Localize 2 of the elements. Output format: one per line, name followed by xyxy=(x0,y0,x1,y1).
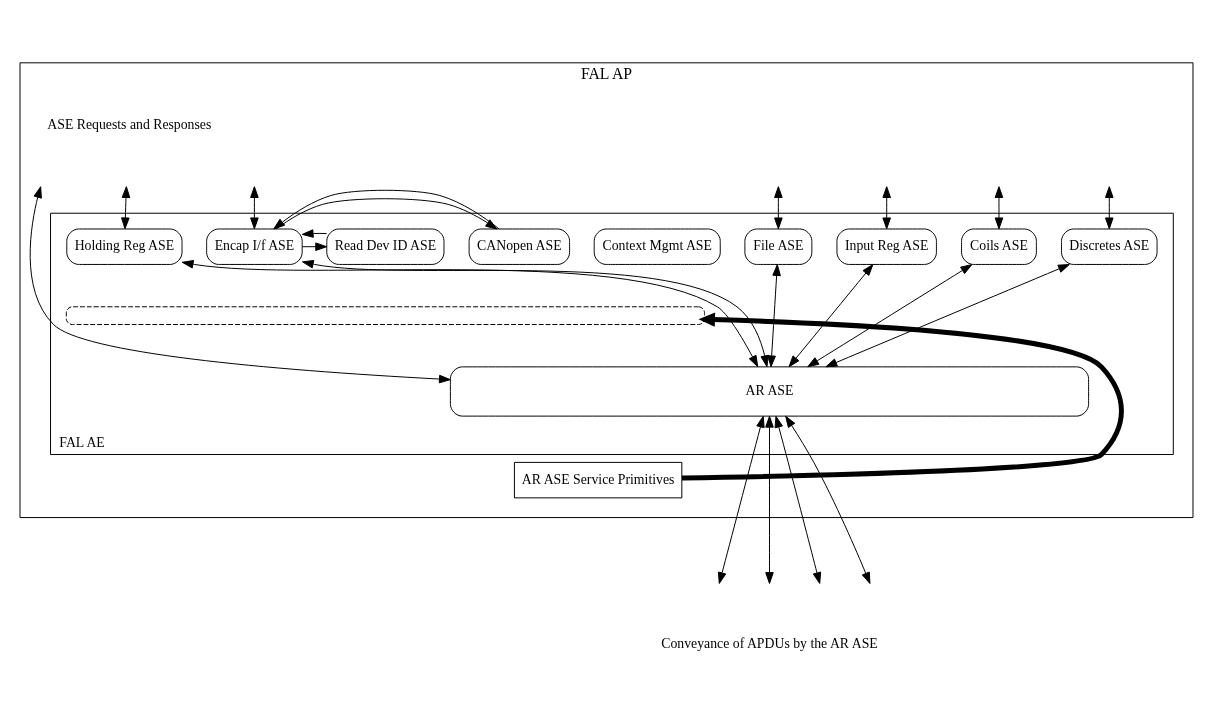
label: Conveyance of APDUs by the AR ASE xyxy=(661,635,878,651)
label: ASE Requests and Responses xyxy=(47,117,212,133)
